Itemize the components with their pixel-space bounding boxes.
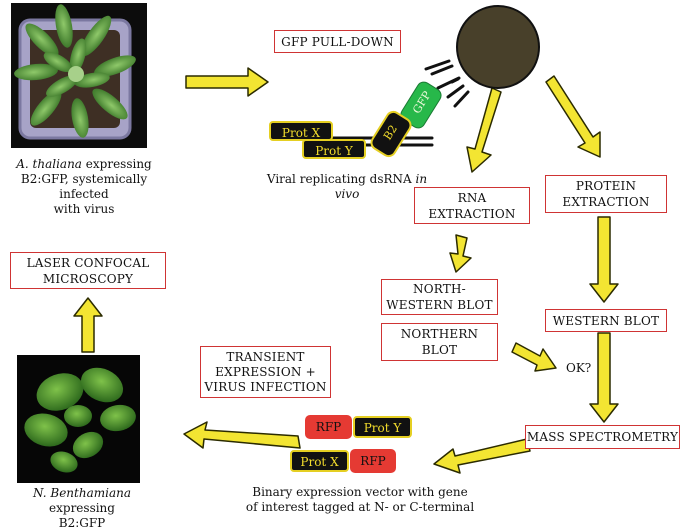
arrow-rna-to-northwestern [449, 234, 472, 273]
diagram-canvas [11, 3, 619, 483]
athaliana-photo [11, 3, 147, 148]
gfp-pulldown-label: GFP PULL-DOWN [274, 30, 401, 53]
protein-extraction-box: PROTEIN EXTRACTION [545, 175, 667, 213]
arrow-northern-to-ok [511, 342, 557, 372]
rna-extraction-box: RNA EXTRACTION [414, 187, 530, 224]
prot-x-vector: Prot X [290, 450, 349, 472]
binary-vector-caption: Binary expression vector with gene of in… [245, 485, 475, 514]
prot-y-dsrna: Prot Y [302, 139, 366, 159]
mass-spectrometry-box: MASS SPECTROMETRY [525, 425, 680, 449]
transient-expression-box: TRANSIENT EXPRESSION + VIRUS INFECTION [200, 346, 331, 398]
arrow-to-nbenthamiana [183, 421, 301, 449]
arrow-protein-to-western [589, 216, 619, 303]
rfp-tag-bottom: RFP [350, 449, 396, 473]
arrow-western-to-mass [589, 332, 619, 423]
athaliana-caption: A. thaliana expressing B2:GFP, systemica… [16, 157, 152, 216]
western-blot-box: WESTERN BLOT [545, 309, 667, 332]
b2-gfp-fusion [370, 81, 442, 158]
nbenthamiana-caption: N. Benthamiana expressing B2:GFP [33, 486, 131, 530]
north-western-blot-box: NORTH- WESTERN BLOT [381, 279, 498, 315]
arrow-plant-to-pulldown [185, 67, 269, 97]
gfp-trap-bead [456, 5, 540, 89]
arrow-bead-to-rna [466, 87, 502, 173]
prot-y-vector: Prot Y [353, 416, 412, 438]
ok-label: OK? [566, 361, 592, 375]
laser-confocal-box: LASER CONFOCAL MICROSCOPY [10, 252, 166, 289]
arrow-bead-to-protein [545, 75, 601, 158]
rfp-tag-top: RFP [305, 415, 352, 439]
arrow-mass-to-binary [433, 438, 531, 474]
antibody-icon [424, 59, 470, 108]
arrow-to-confocal [73, 297, 103, 353]
dsrna-caption: Viral replicating dsRNA in vivo [266, 172, 428, 201]
nbenthamiana-photo [17, 355, 140, 483]
prot-x-dsrna: Prot X [269, 121, 333, 141]
northern-blot-box: NORTHERN BLOT [381, 323, 498, 361]
